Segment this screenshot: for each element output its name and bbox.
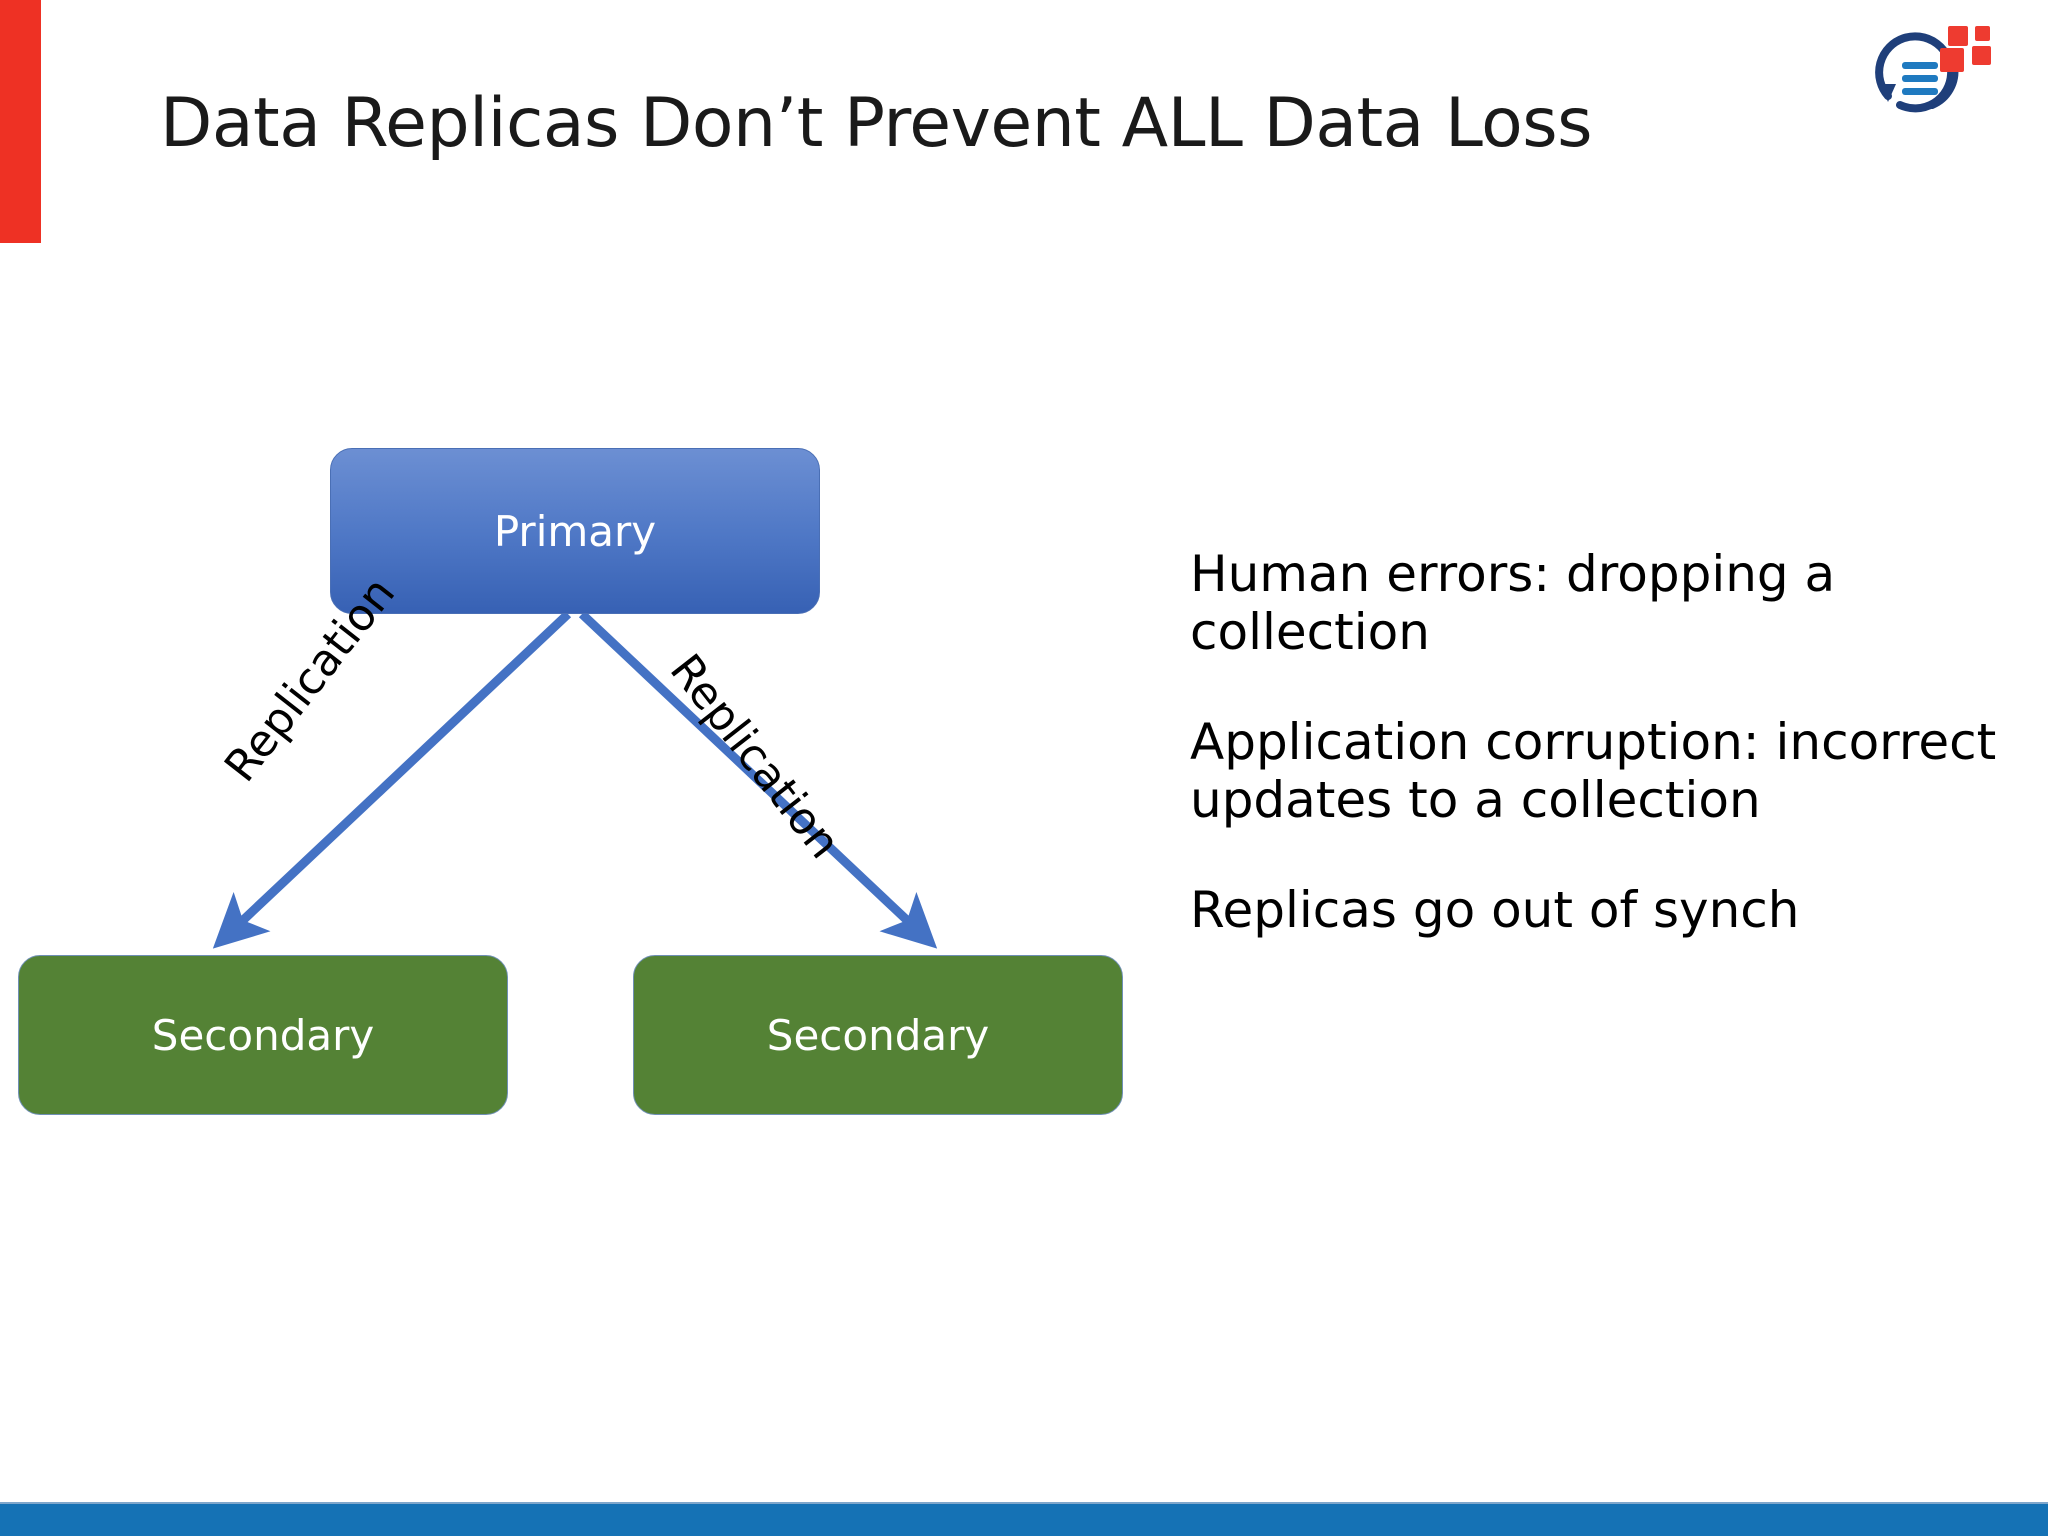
arrow-primary-to-secondary-left xyxy=(212,610,572,949)
node-primary[interactable]: Primary xyxy=(330,448,820,614)
accent-bar-left xyxy=(0,0,41,243)
page-title: Data Replicas Don’t Prevent ALL Data Los… xyxy=(160,84,1593,163)
list-item: Application corruption: incorrect update… xyxy=(1190,713,1997,829)
list-item: Human errors: dropping a collection xyxy=(1190,545,1836,661)
footer-bar xyxy=(0,1504,2048,1536)
node-secondary-right[interactable]: Secondary xyxy=(633,955,1123,1115)
replication-diagram: Primary Secondary Secondary Replication … xyxy=(0,400,1150,1160)
node-secondary-left[interactable]: Secondary xyxy=(18,955,508,1115)
node-secondary-right-label: Secondary xyxy=(766,1010,990,1060)
footer-hairline xyxy=(0,1502,2048,1504)
list-item: Replicas go out of synch xyxy=(1190,881,1800,939)
risk-bullet-list: Human errors: dropping a collection Appl… xyxy=(1190,545,2048,939)
refresh-document-logo xyxy=(1862,10,2012,130)
edge-label-replication-right: Replication xyxy=(659,645,850,869)
node-secondary-left-label: Secondary xyxy=(151,1010,375,1060)
node-primary-label: Primary xyxy=(493,506,657,556)
edge-label-replication-left: Replication xyxy=(215,568,406,792)
